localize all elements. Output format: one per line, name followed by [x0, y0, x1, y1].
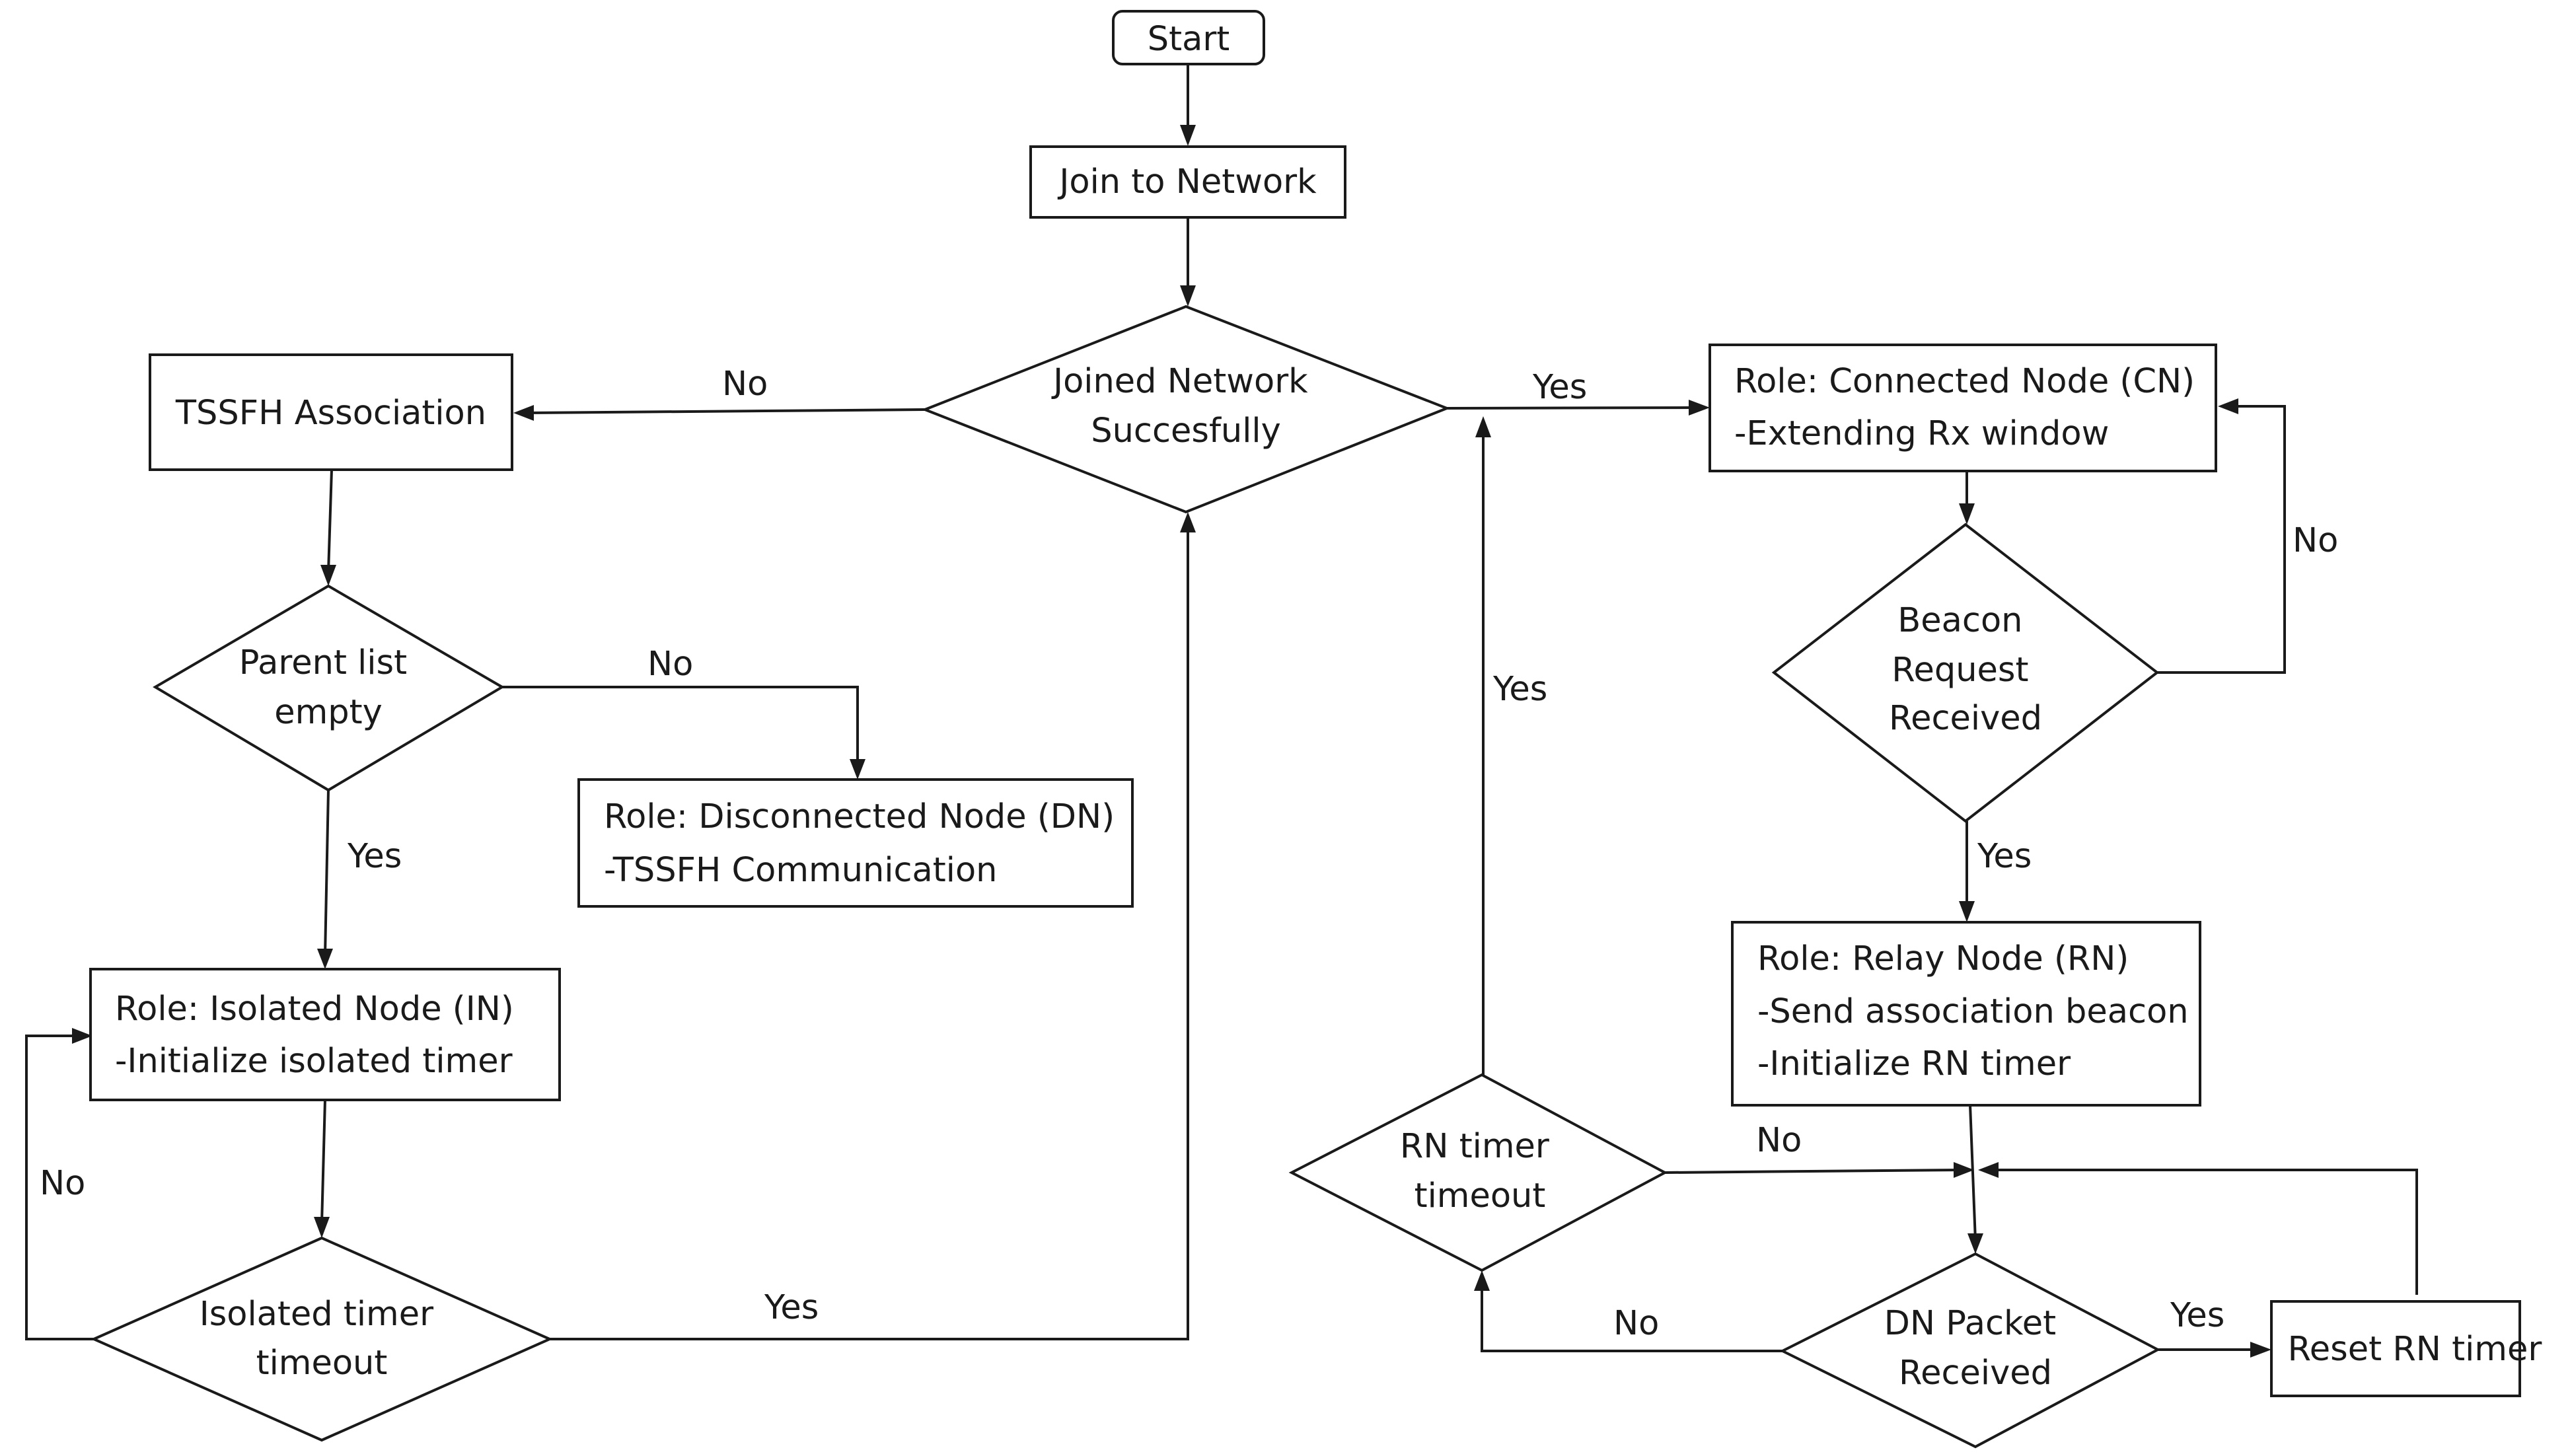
edge-in-to-isolated — [320, 1099, 326, 1225]
edge-label-parent-yes: Yes — [347, 837, 402, 876]
arrowhead — [1967, 1233, 1983, 1254]
role-cn-box — [1709, 344, 2217, 472]
edge-parent-yes-to-in — [324, 789, 330, 957]
isolated-timeout-decision — [91, 1236, 553, 1442]
nodes — [89, 10, 2521, 1449]
role-rn-box — [1731, 921, 2201, 1107]
edge-rn-to-dnpacket — [1969, 1105, 1977, 1241]
dn-packet-label: DN Packet Received — [1884, 1304, 2067, 1393]
edge-label-isolated-yes: Yes — [764, 1288, 819, 1327]
dn-packet-decision — [1779, 1252, 2161, 1449]
beacon-request-label: Beacon Request Received — [1889, 601, 2042, 738]
arrowhead — [850, 759, 865, 780]
reset-rn-box — [2270, 1300, 2521, 1397]
arrowhead — [1959, 503, 1975, 525]
edge-decision-no-to-tssfh — [527, 408, 926, 414]
edge-dnpacket-no-to-rntimeout — [1481, 1284, 1782, 1352]
edge-labels: No Yes No Yes No Yes No Yes Yes No No Ye… — [40, 365, 2338, 1343]
edge-label-joined-yes: Yes — [1532, 368, 1587, 407]
tssfh-association-label: TSSFH Association — [175, 394, 486, 433]
edge-parent-no-to-dn — [502, 686, 859, 766]
beacon-request-decision — [1771, 523, 2160, 823]
connectors — [25, 64, 2418, 1358]
arrowhead — [314, 1217, 330, 1238]
arrowhead — [2218, 398, 2238, 414]
edge-label-rntimeout-no: No — [1756, 1121, 1802, 1160]
rn-timeout-decision — [1288, 1073, 1668, 1272]
start-label: Start — [1148, 20, 1230, 59]
edge-isolated-no-to-in — [25, 1035, 94, 1340]
arrowhead — [1180, 285, 1196, 307]
join-network-label: Join to Network — [1057, 163, 1317, 201]
reset-rn-label: Reset RN timer — [2288, 1330, 2542, 1369]
edge-tssfh-to-parent — [327, 469, 333, 573]
rn-timeout-label: RN timer timeout — [1400, 1127, 1560, 1216]
role-dn-label: Role: Disconnected Node (DN) -TSSFH Comm… — [604, 797, 1125, 890]
node-labels: Start Join to Network Joined Network Suc… — [115, 20, 2542, 1393]
edge-rntimeout-no-to-junction — [1664, 1169, 1961, 1174]
edge-isolated-yes-to-decision — [550, 525, 1189, 1340]
arrowhead — [1180, 512, 1196, 532]
tssfh-association-box — [149, 353, 513, 471]
joined-network-decision — [921, 305, 1451, 514]
edge-label-isolated-no: No — [40, 1164, 85, 1203]
arrowhead — [1475, 416, 1491, 437]
edge-beacon-no-to-cn — [2157, 405, 2286, 674]
parent-list-decision — [153, 584, 505, 792]
arrowhead — [1959, 901, 1975, 922]
arrowhead — [72, 1028, 92, 1044]
join-network-box — [1029, 145, 1346, 219]
arrowhead — [1978, 1162, 1999, 1178]
joined-network-label: Joined Network Succesfully — [1051, 362, 1319, 451]
arrowhead — [513, 405, 534, 421]
edge-label-joined-no: No — [722, 365, 768, 404]
arrowhead — [317, 949, 333, 969]
edge-label-dnpacket-no: No — [1613, 1304, 1659, 1343]
role-rn-label: Role: Relay Node (RN) -Send association … — [1757, 939, 2199, 1083]
edge-label-dnpacket-yes: Yes — [2170, 1296, 2224, 1335]
arrowhead — [320, 565, 336, 586]
arrowhead — [1474, 1270, 1490, 1291]
parent-list-label: Parent list empty — [239, 643, 418, 732]
edge-reset-to-junction — [1992, 1169, 2418, 1295]
role-dn-box — [577, 778, 1134, 908]
role-in-label: Role: Isolated Node (IN) -Initialize iso… — [115, 990, 525, 1081]
isolated-timeout-label: Isolated timer timeout — [200, 1295, 445, 1383]
arrowhead — [1954, 1162, 1974, 1178]
arrowhead — [2250, 1342, 2271, 1358]
edge-label-beacon-yes: Yes — [1977, 837, 2032, 876]
role-in-box — [89, 968, 561, 1101]
edge-label-beacon-no: No — [2293, 521, 2338, 560]
edge-label-parent-no: No — [647, 645, 693, 684]
arrowhead — [1689, 400, 1710, 416]
edge-label-rntimeout-yes: Yes — [1492, 670, 1547, 709]
role-cn-label: Role: Connected Node (CN) -Extending Rx … — [1734, 362, 2205, 453]
start-terminal — [1112, 10, 1265, 65]
arrowhead — [1180, 125, 1196, 146]
